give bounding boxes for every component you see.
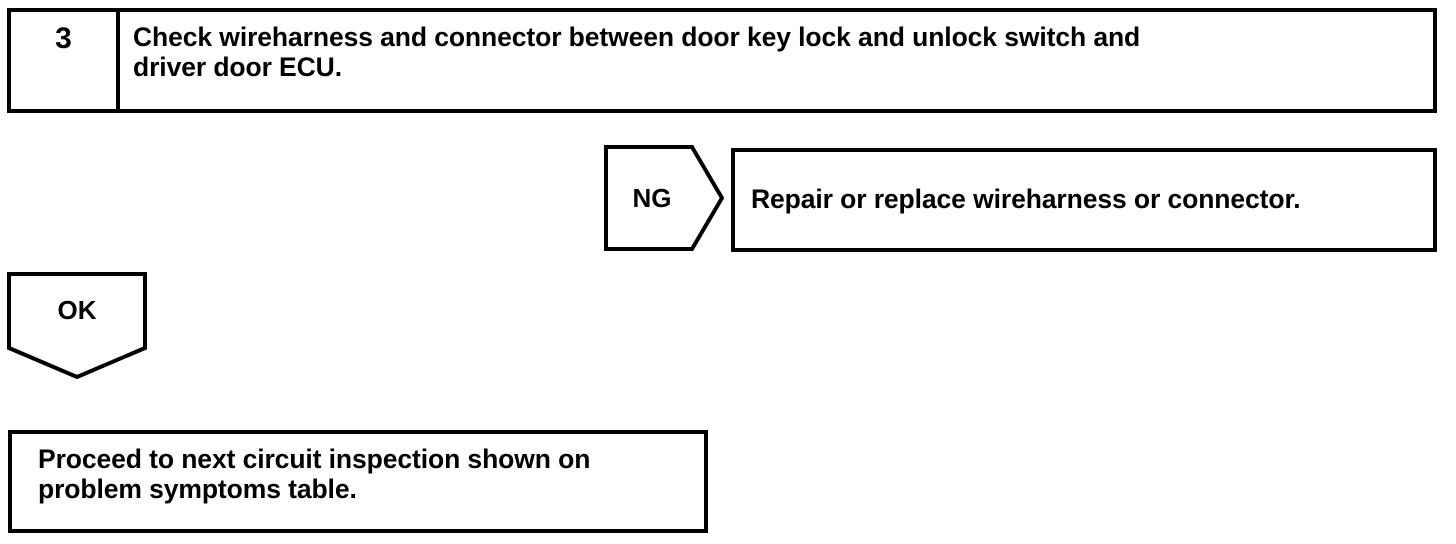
step-number: 3	[55, 22, 72, 55]
ng-branch-label: NG	[632, 182, 672, 213]
ng-result-text: Repair or replace wireharness or connect…	[751, 184, 1301, 215]
ng-branch-pentagon: NG	[604, 145, 724, 251]
step-instruction-text: Check wireharness and connector between …	[133, 22, 1141, 82]
ok-branch-pentagon: OK	[7, 272, 147, 379]
ng-pentagon-shape	[604, 145, 724, 251]
step-number-cell: 3	[11, 12, 120, 109]
ok-branch-label: OK	[57, 294, 97, 325]
step-instruction-box: 3 Check wireharness and connector betwee…	[7, 8, 1437, 113]
ok-pentagon-shape	[7, 272, 147, 379]
ok-result-text: Proceed to next circuit inspection shown…	[38, 444, 591, 504]
ng-result-box: Repair or replace wireharness or connect…	[731, 148, 1437, 252]
ok-result-box: Proceed to next circuit inspection shown…	[8, 430, 708, 533]
step-instruction-cell: Check wireharness and connector between …	[120, 12, 1433, 109]
